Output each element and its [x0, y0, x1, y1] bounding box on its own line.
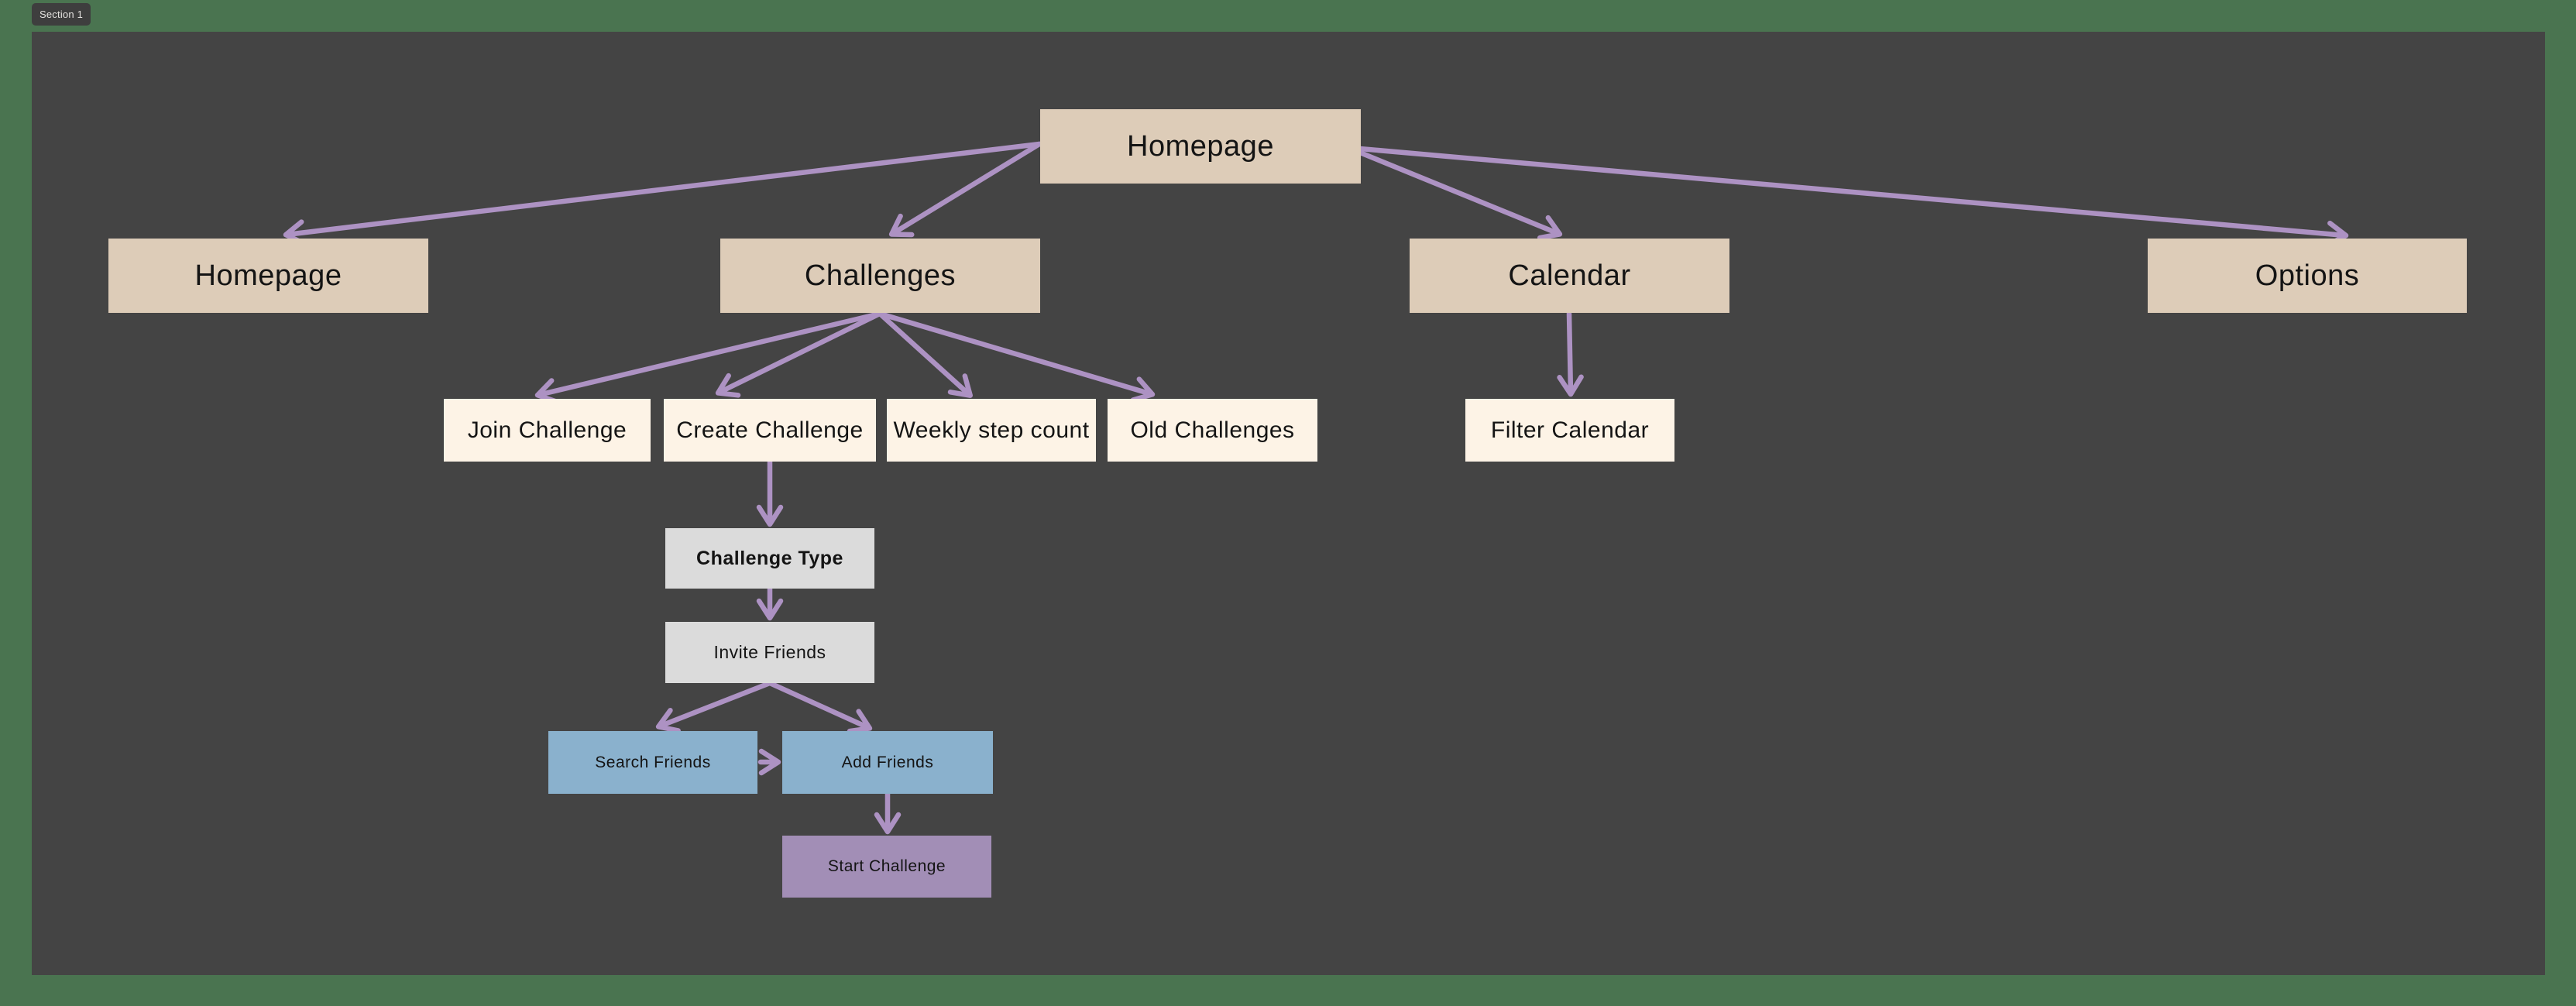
node-label: Create Challenge [676, 417, 864, 443]
node-label: Join Challenge [467, 417, 627, 443]
node-label: Filter Calendar [1490, 417, 1650, 443]
edge-challenges-to-old-challenges[interactable] [877, 311, 1156, 403]
node-search-friends[interactable]: Search Friends [548, 731, 757, 794]
node-label: Start Challenge [827, 857, 946, 875]
edge-challenges-to-create-challenge[interactable] [715, 311, 883, 398]
node-homepage-top[interactable]: Homepage [1040, 109, 1361, 184]
edge-challenges-to-join-challenge[interactable] [534, 311, 883, 405]
node-challenges[interactable]: Challenges [720, 239, 1040, 313]
node-label: Invite Friends [713, 642, 826, 662]
edge-challenges-to-weekly-step-count[interactable] [877, 311, 973, 398]
node-add-friends[interactable]: Add Friends [782, 731, 993, 794]
edge-invite-friends-to-search-friends[interactable] [655, 680, 773, 733]
node-homepage[interactable]: Homepage [108, 239, 428, 313]
node-label: Calendar [1508, 259, 1631, 292]
node-join-challenge[interactable]: Join Challenge [444, 399, 651, 462]
node-calendar[interactable]: Calendar [1410, 239, 1729, 313]
node-filter-calendar[interactable]: Filter Calendar [1465, 399, 1674, 462]
node-label: Homepage [1127, 129, 1274, 163]
node-label: Challenges [804, 259, 957, 292]
edge-homepage-top-to-calendar[interactable] [1357, 149, 1563, 241]
node-weekly-step-count[interactable]: Weekly step count [887, 399, 1096, 462]
node-label: Challenge Type [696, 547, 843, 569]
node-label: Weekly step count [893, 417, 1090, 443]
node-label: Search Friends [595, 753, 711, 771]
edge-homepage-top-to-options[interactable] [1357, 146, 2349, 248]
edge-homepage-top-to-homepage[interactable] [283, 141, 1042, 246]
section-label[interactable]: Section 1 [32, 3, 91, 26]
node-label: Old Challenges [1130, 417, 1295, 443]
node-challenge-type[interactable]: Challenge Type [665, 528, 874, 589]
node-invite-friends[interactable]: Invite Friends [665, 622, 874, 683]
edge-homepage-top-to-challenges[interactable] [888, 141, 1042, 238]
node-start-challenge[interactable]: Start Challenge [782, 836, 991, 898]
edge-calendar-to-filter-calendar[interactable] [1557, 311, 1584, 397]
node-label: Add Friends [841, 753, 934, 771]
edge-invite-friends-to-add-friends[interactable] [767, 680, 873, 734]
node-label: Options [2255, 259, 2360, 292]
node-create-challenge[interactable]: Create Challenge [664, 399, 876, 462]
node-label: Homepage [194, 259, 342, 292]
node-old-challenges[interactable]: Old Challenges [1108, 399, 1317, 462]
section-canvas[interactable] [32, 32, 2545, 975]
node-options[interactable]: Options [2148, 239, 2467, 313]
